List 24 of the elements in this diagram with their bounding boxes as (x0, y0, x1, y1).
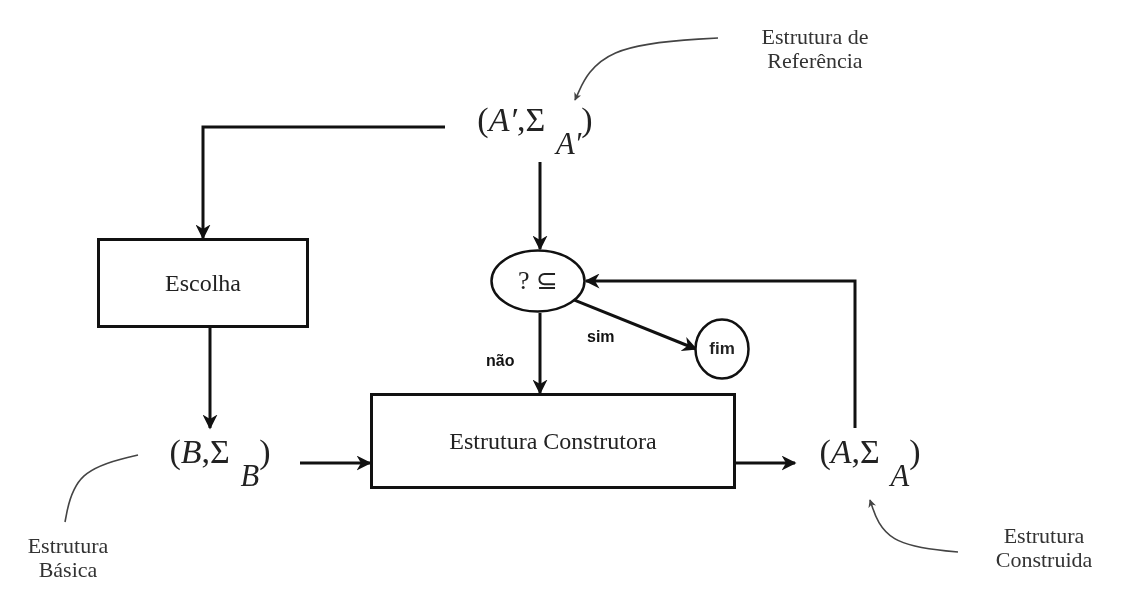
math-expression: (A′,Σ$_{A′}$) (477, 100, 593, 162)
arrow (300, 455, 372, 471)
node-label: ? ⊆ (517, 266, 558, 296)
annotation-text: Estrutura Básica (26, 533, 110, 583)
decision-ellipse (694, 318, 750, 380)
arrow (584, 273, 857, 428)
arrow (736, 455, 797, 471)
leader-line (868, 499, 959, 553)
annotation-text: Estrutura de Referência (760, 24, 870, 74)
annotation-text: Estrutura Construida (994, 523, 1094, 573)
decision-ellipse (490, 249, 586, 313)
arrow (532, 162, 548, 251)
process-box (370, 393, 736, 489)
arrow (532, 313, 548, 395)
node-label: fim (709, 339, 735, 359)
math-expression: (A,Σ$_{A}$) (819, 432, 921, 494)
math-expression: (B,Σ$_{B}$) (169, 432, 271, 494)
arrow (195, 125, 445, 240)
process-box (97, 238, 309, 328)
arrow (202, 328, 218, 430)
node-label: Estrutura Construtora (449, 427, 657, 455)
leader-line (64, 454, 139, 523)
node-label: Escolha (165, 269, 241, 297)
leader-line (574, 37, 719, 101)
